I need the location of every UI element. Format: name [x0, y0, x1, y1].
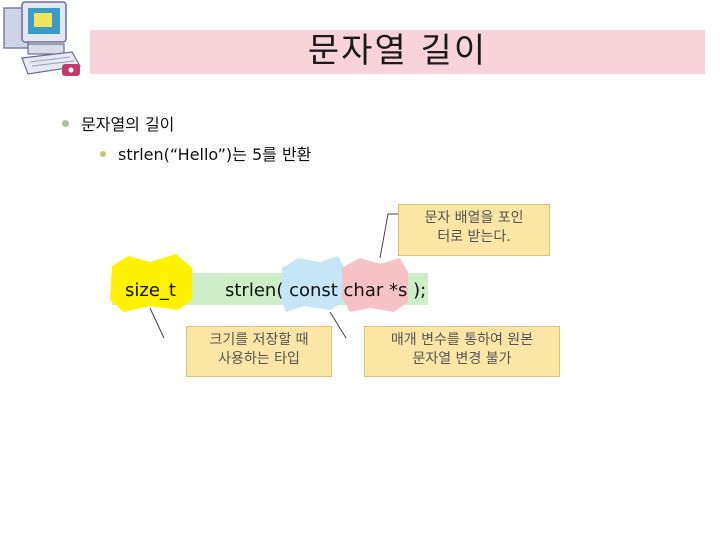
slide-title: 문자열 길이: [307, 31, 488, 71]
pointer-note: 문자 배열을 포인 터로 받는다.: [398, 204, 550, 256]
bullet-text: 문자열의 길이: [81, 115, 175, 134]
const-note: 매개 변수를 통하여 원본 문자열 변경 불가: [364, 326, 560, 377]
type-highlight-blob: [110, 254, 192, 312]
connector-line: [379, 213, 398, 259]
function-signature-text: strlen( const char *s );: [225, 280, 427, 301]
computer-clipart-icon: [3, 1, 81, 76]
note-line: 매개 변수를 통하여 원본: [390, 332, 534, 348]
connector-line: [149, 307, 165, 339]
connector-line: [329, 311, 347, 339]
title-bar: [90, 30, 705, 74]
return-type-text: size_t: [125, 280, 176, 301]
const-highlight-blob: [280, 256, 346, 312]
note-line: 문자열 변경 불가: [412, 351, 512, 367]
note-line: 문자 배열을 포인: [424, 210, 524, 226]
size-type-note: 크기를 저장할 때 사용하는 타입: [186, 326, 332, 377]
bullet-level-2: strlen(“Hello”)는 5를 반환: [100, 141, 311, 165]
note-line: 터로 받는다.: [437, 229, 511, 245]
bullet-text: strlen(“Hello”)는 5를 반환: [118, 145, 312, 164]
note-line: 크기를 저장할 때: [209, 332, 309, 348]
note-line: 사용하는 타입: [218, 351, 300, 367]
bullet-dot-icon: [100, 150, 106, 157]
char-highlight-blob: [342, 258, 408, 312]
bullet-dot-icon: [62, 120, 69, 127]
bullet-level-1: 문자열의 길이: [62, 111, 174, 135]
